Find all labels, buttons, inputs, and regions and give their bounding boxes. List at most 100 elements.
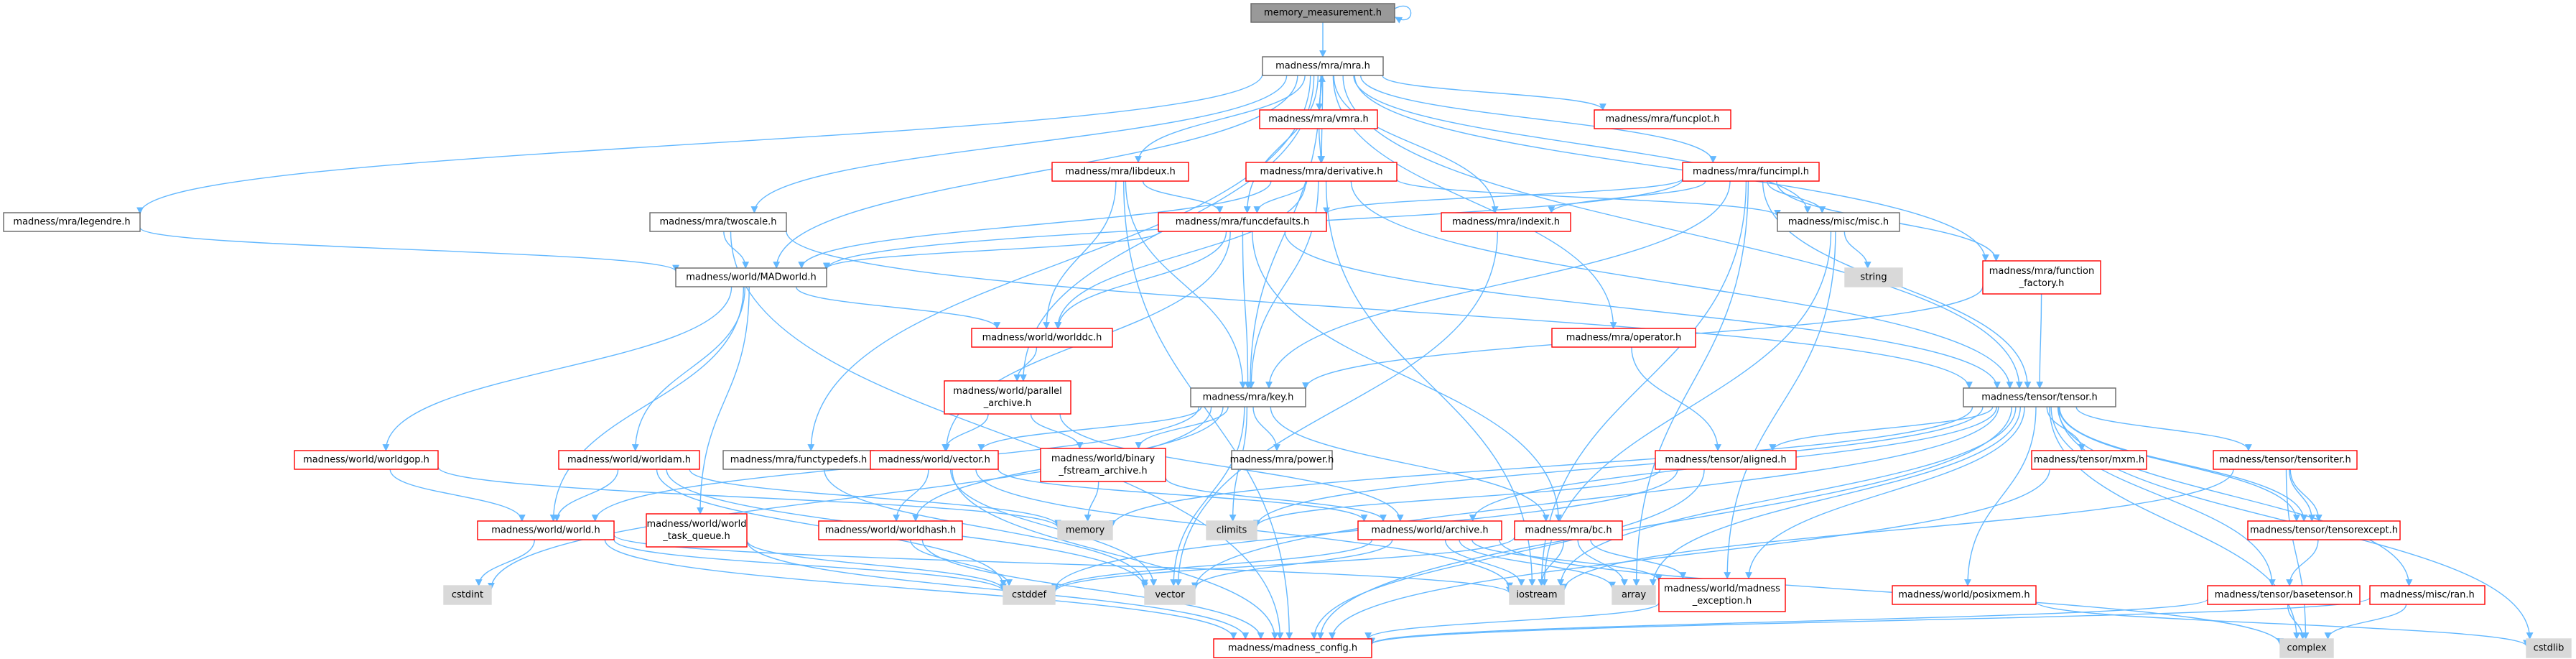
node-indexit[interactable]: madness/mra/indexit.h: [1441, 212, 1571, 232]
node-world_h[interactable]: madness/world/world.h: [477, 520, 615, 540]
node-power[interactable]: madness/mra/power.h: [1230, 450, 1334, 470]
edge-basetensor-to-config: [1368, 599, 2208, 645]
node-string: string: [1844, 267, 1903, 287]
node-config[interactable]: madness/madness_config.h: [1213, 638, 1372, 658]
node-box: [558, 450, 700, 470]
node-label: madness/tensor/tensorexcept.h: [2250, 525, 2398, 536]
node-cstddef: cstddef: [1003, 585, 1056, 605]
node-box: [1206, 520, 1257, 540]
node-box: [1658, 578, 1786, 612]
node-worldam[interactable]: madness/world/worldam.h: [558, 450, 700, 470]
node-legendre[interactable]: madness/mra/legendre.h: [3, 212, 141, 232]
node-parallel[interactable]: madness/world/parallel_archive.h: [944, 380, 1071, 415]
node-box: [2526, 638, 2572, 658]
edge-libdeux-to-config: [1123, 180, 1293, 640]
edge-archive-to-array: [1459, 539, 1616, 589]
edge-tensor-to-madexcept: [1745, 406, 2025, 579]
node-tensoriter[interactable]: madness/tensor/tensoriter.h: [2213, 450, 2358, 470]
node-vmra[interactable]: madness/mra/vmra.h: [1259, 109, 1378, 129]
node-twoscale[interactable]: madness/mra/twoscale.h: [649, 212, 787, 232]
node-posixmem[interactable]: madness/world/posixmem.h: [1892, 585, 2037, 605]
node-madexcept[interactable]: madness/world/madness_exception.h: [1658, 578, 1786, 612]
node-basetensor[interactable]: madness/tensor/basetensor.h: [2207, 585, 2361, 605]
node-box: [675, 267, 827, 287]
edge-tensor-to-aligned: [1769, 406, 1994, 451]
node-box: [1777, 212, 1900, 232]
edge-miscmisc-to-string: [1843, 231, 1871, 269]
node-box: [2247, 520, 2401, 540]
node-funcimpl[interactable]: madness/mra/funcimpl.h: [1682, 162, 1820, 182]
node-funcfactory[interactable]: madness/mra/function_factory.h: [1982, 260, 2101, 295]
node-label: madness/tensor/aligned.h: [1665, 455, 1786, 466]
edge-funcimpl-to-funcdefaults: [1323, 178, 1683, 215]
node-tensorexcept[interactable]: madness/tensor/tensorexcept.h: [2247, 520, 2401, 540]
edge-key-to-power: [1252, 406, 1280, 451]
node-label: madness/mra/mra.h: [1275, 61, 1370, 72]
edge-mra-to-funcimpl: [1360, 75, 1717, 163]
edge-vector_h-to-worldhash: [893, 469, 929, 522]
node-worldgop[interactable]: madness/world/worldgop.h: [294, 450, 439, 470]
node-label: madness/tensor/tensoriter.h: [2219, 455, 2351, 466]
node-funcplot[interactable]: madness/mra/funcplot.h: [1594, 109, 1731, 129]
edge-funcdefaults-to-key: [1242, 231, 1252, 389]
node-libdeux[interactable]: madness/mra/libdeux.h: [1051, 162, 1189, 182]
node-box: [2279, 638, 2334, 658]
node-bc[interactable]: madness/mra/bc.h: [1514, 520, 1623, 540]
node-taskqueue[interactable]: madness/world/world_task_queue.h: [646, 513, 748, 548]
node-tensor[interactable]: madness/tensor/tensor.h: [1963, 387, 2116, 407]
node-mxm[interactable]: madness/tensor/mxm.h: [2031, 450, 2147, 470]
node-box: [1551, 328, 1696, 348]
edge-miscmisc-to-iostream: [1540, 231, 1832, 586]
node-worldhash[interactable]: madness/world/worldhash.h: [818, 520, 963, 540]
node-vector_h[interactable]: madness/world/vector.h: [870, 450, 999, 470]
edge-funcimpl-to-key: [1265, 180, 1731, 389]
nodes-layer: memory_measurement.h madness/mra/mra.h mad…: [3, 3, 2572, 658]
node-box: [971, 328, 1113, 348]
node-box: [1259, 109, 1378, 129]
edge-aligned-to-config: [1311, 469, 1705, 640]
node-label: madness/world/world.h: [491, 525, 600, 536]
edge-bc-to-array: [1577, 539, 1628, 586]
node-functypedefs[interactable]: madness/mra/functypedefs.h: [722, 450, 875, 470]
node-label: madness/mra/indexit.h: [1452, 217, 1560, 228]
node-label: madness/world/worlddc.h: [982, 333, 1102, 344]
edge-functypedefs-to-vector: [824, 469, 1148, 587]
node-mra[interactable]: madness/mra/mra.h: [1262, 56, 1384, 76]
node-aligned[interactable]: madness/tensor/aligned.h: [1655, 450, 1797, 470]
node-operator[interactable]: madness/mra/operator.h: [1551, 328, 1696, 348]
node-label: madness/mra/derivative.h: [1260, 167, 1382, 178]
edge-miscmisc-to-madexcept: [1724, 231, 1836, 579]
node-box: [1190, 387, 1306, 407]
edge-twoscale-to-tensor: [786, 231, 1973, 389]
node-box: [1250, 3, 1395, 23]
node-label: madness/mra/vmra.h: [1268, 114, 1368, 125]
node-box: [3, 212, 141, 232]
edge-mra-to-libdeux: [1135, 75, 1306, 163]
node-archive[interactable]: madness/world/archive.h: [1357, 520, 1502, 540]
edges-layer: [136, 5, 2534, 648]
edge-key-to-vector_h: [977, 406, 1202, 451]
node-box: [1040, 448, 1166, 482]
edge-vector_h-to-config: [952, 469, 1279, 640]
node-box: [477, 520, 615, 540]
node-key[interactable]: madness/mra/key.h: [1190, 387, 1306, 407]
node-box: [722, 450, 875, 470]
edge-mra-to-funcplot: [1382, 75, 1606, 111]
edge-binary-to-memory: [1084, 481, 1099, 522]
node-miscmisc[interactable]: madness/misc/misc.h: [1777, 212, 1900, 232]
node-ran[interactable]: madness/misc/ran.h: [2369, 585, 2486, 605]
edge-worldhash-to-config: [921, 539, 1265, 640]
node-label: madness/misc/ran.h: [2380, 590, 2475, 601]
node-label: vector: [1155, 590, 1185, 601]
edge-mra-to-legendre: [136, 73, 1263, 215]
node-box: [1509, 585, 1565, 605]
node-worlddc[interactable]: madness/world/worlddc.h: [971, 328, 1113, 348]
node-madworld[interactable]: madness/world/MADworld.h: [675, 267, 827, 287]
edge-tensor-to-tensoriter: [2075, 406, 2252, 451]
node-label: memory_measurement.h: [1264, 8, 1382, 19]
node-funcdefaults[interactable]: madness/mra/funcdefaults.h: [1158, 212, 1327, 232]
node-binary[interactable]: madness/world/binary_fstream_archive.h: [1040, 448, 1166, 482]
edge-madworld-to-worlddc: [796, 286, 1001, 329]
node-label: madness/mra/libdeux.h: [1065, 167, 1175, 178]
node-derivative[interactable]: madness/mra/derivative.h: [1245, 162, 1398, 182]
